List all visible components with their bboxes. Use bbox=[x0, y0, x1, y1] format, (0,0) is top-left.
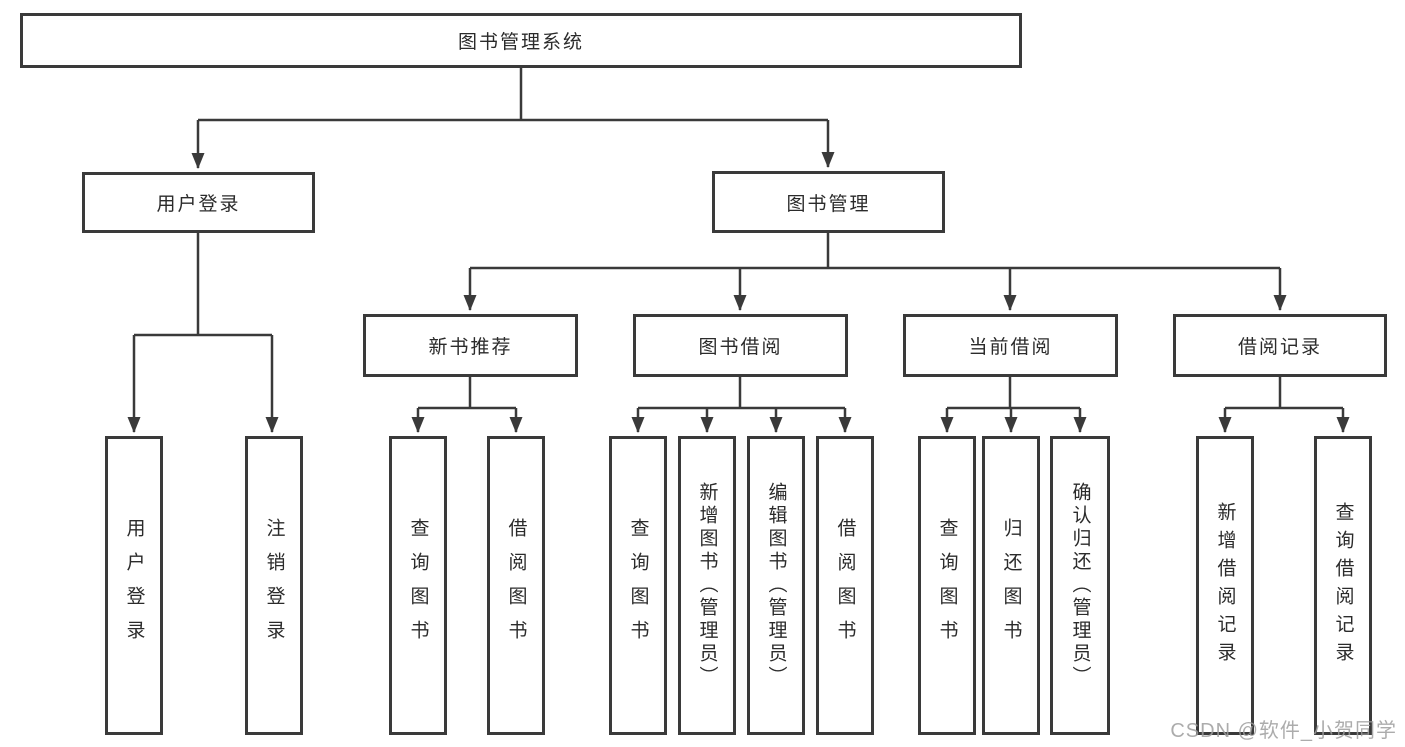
node-borrow-records: 借阅记录 bbox=[1173, 314, 1387, 377]
leaf-borrow-books: 借阅图书 bbox=[816, 436, 874, 735]
leaf-return-books: 归还图书 bbox=[982, 436, 1040, 735]
node-new-book-recommend: 新书推荐 bbox=[363, 314, 578, 377]
leaf-add-books-admin: 新增图书（管理员） bbox=[678, 436, 736, 735]
leaf-add-borrow-record: 新增借阅记录 bbox=[1196, 436, 1254, 735]
leaf-query-books: 查询图书 bbox=[609, 436, 667, 735]
leaf-query-books: 查询图书 bbox=[389, 436, 447, 735]
node-current-borrow: 当前借阅 bbox=[903, 314, 1118, 377]
node-book-borrow: 图书借阅 bbox=[633, 314, 848, 377]
leaf-user-login: 用户登录 bbox=[105, 436, 163, 735]
leaf-edit-books-admin: 编辑图书（管理员） bbox=[747, 436, 805, 735]
leaf-query-borrow-record: 查询借阅记录 bbox=[1314, 436, 1372, 735]
leaf-query-books: 查询图书 bbox=[918, 436, 976, 735]
node-user-login: 用户登录 bbox=[82, 172, 315, 233]
leaf-confirm-return-admin: 确认归还（管理员） bbox=[1050, 436, 1110, 735]
node-library-management-system: 图书管理系统 bbox=[20, 13, 1022, 68]
leaf-borrow-books: 借阅图书 bbox=[487, 436, 545, 735]
csdn-watermark: CSDN @软件_小贺同学 bbox=[1170, 720, 1397, 742]
node-book-management: 图书管理 bbox=[712, 171, 945, 233]
leaf-logout: 注销登录 bbox=[245, 436, 303, 735]
